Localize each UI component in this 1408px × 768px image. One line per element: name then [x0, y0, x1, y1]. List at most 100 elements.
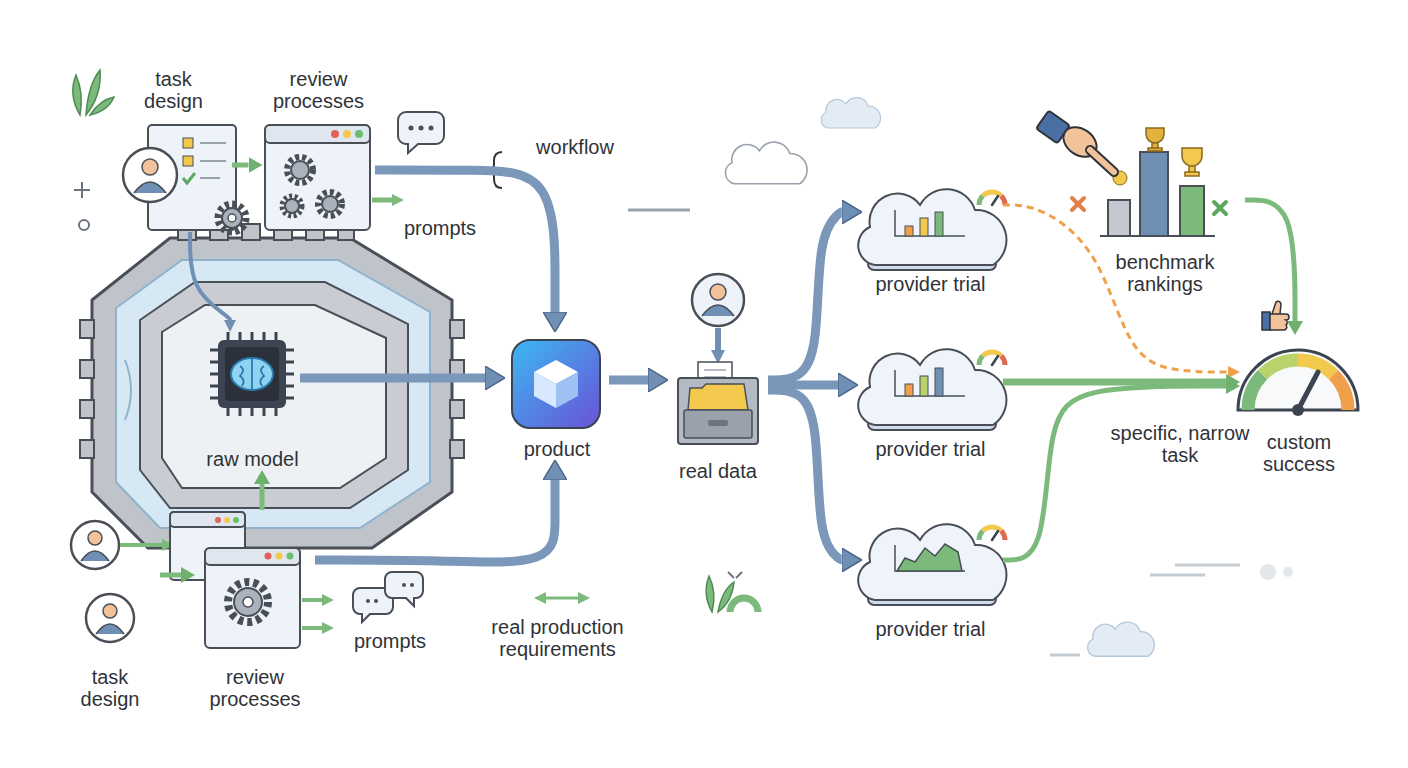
castle-wall	[125, 360, 131, 420]
castle-wall	[450, 360, 464, 378]
provider-cloud-icon	[905, 226, 913, 236]
speech-bubble	[353, 572, 423, 622]
sparkle-decoration	[728, 572, 734, 578]
node-label: raw model	[206, 448, 298, 470]
benchmark-chart-icon	[1140, 152, 1168, 236]
success-gauge-icon	[1248, 375, 1263, 410]
sky-cloud-decoration	[1283, 567, 1293, 577]
model-chip	[210, 332, 294, 416]
success-gauge: custom success	[1240, 335, 1358, 475]
model-chip	[286, 385, 294, 388]
castle-wall	[450, 320, 464, 338]
success-gauge-icon	[1238, 350, 1358, 410]
node-label: provider trial	[875, 618, 985, 640]
model-chip	[210, 349, 218, 352]
node-label: task design	[70, 666, 150, 710]
data-person-icon	[692, 274, 744, 350]
task-card-icon	[200, 160, 226, 162]
sparkle-decoration	[736, 572, 742, 578]
speech-bubble	[409, 126, 414, 131]
node-label: real data	[679, 460, 757, 482]
sky-cloud-decoration	[1088, 622, 1155, 656]
provider-cloud-icon	[858, 189, 1006, 605]
team-person-icon	[96, 624, 124, 634]
product-icon	[512, 340, 600, 428]
speech-bubble	[398, 112, 444, 153]
model-chip	[263, 408, 266, 416]
note-label: real production requirements	[470, 616, 645, 660]
model-chip	[240, 359, 264, 389]
task-card-icon	[218, 204, 246, 232]
data-drawer-icon	[704, 370, 726, 377]
flow-arrow	[1003, 379, 1226, 386]
task-card-icon	[200, 177, 220, 179]
review-window-icon	[285, 199, 299, 213]
review-window-icon	[205, 548, 300, 648]
task-card-icon	[183, 138, 193, 148]
connector-group	[160, 165, 1295, 575]
castle-wall	[162, 305, 386, 488]
review-window-icon	[228, 582, 268, 622]
flow-arrow	[1003, 205, 1228, 372]
flow-arrow	[160, 573, 181, 578]
review-window-icon	[355, 130, 363, 138]
data-person-icon	[702, 305, 734, 316]
castle-wall	[450, 400, 464, 418]
team-person-icon	[81, 551, 109, 561]
team-person-icon	[71, 521, 119, 569]
review-window-icon	[287, 157, 313, 183]
review-window-icon	[265, 553, 272, 560]
model-chip	[286, 361, 294, 364]
model-chip	[227, 408, 230, 416]
review-window-icon	[276, 553, 283, 560]
data-person-icon	[715, 328, 721, 350]
review-window-icon	[265, 125, 370, 143]
model-chip	[210, 397, 218, 400]
task-card-icon	[183, 156, 193, 166]
plant-decoration	[73, 70, 114, 115]
provider-cloud: provider trial	[858, 515, 1003, 640]
task-card-icon	[142, 159, 158, 175]
double-arrow	[546, 597, 578, 600]
provider-cloud-icon	[920, 376, 928, 396]
speech-bubble	[410, 583, 414, 587]
castle-wall	[92, 238, 452, 548]
task-card: task design	[60, 520, 160, 710]
model-chip	[251, 332, 254, 340]
success-gauge-icon	[1263, 360, 1298, 375]
review-window-icon	[205, 548, 300, 565]
benchmark-chart-icon	[1182, 148, 1202, 176]
data-drawer-icon	[688, 384, 748, 410]
team-person-icon	[71, 521, 162, 642]
pointing-hand	[1090, 150, 1114, 172]
castle-wall	[116, 260, 430, 528]
note-label: prompts	[395, 217, 485, 239]
provider-cloud-icon	[858, 524, 1006, 600]
model-chip	[218, 340, 286, 408]
provider-cloud-icon	[905, 384, 913, 396]
product-icon	[512, 340, 600, 428]
model-chip	[210, 332, 294, 416]
task-card: task design	[115, 68, 232, 232]
benchmark-chart-icon	[1146, 128, 1164, 151]
review-window-icon	[291, 161, 309, 179]
data-drawer-icon	[678, 362, 758, 444]
node-label: task design	[134, 68, 214, 112]
castle-wall	[80, 400, 94, 418]
task-card-icon	[222, 208, 242, 228]
provider-cloud: provider trial	[858, 180, 1003, 295]
data-source: real data	[668, 268, 768, 482]
speech-bubble	[419, 126, 424, 131]
provider-cloud-icon	[895, 370, 965, 396]
model-chip	[239, 332, 242, 340]
benchmark-chart: benchmark rankings	[1085, 110, 1245, 295]
team-person-icon	[120, 543, 162, 547]
task-card-icon	[228, 214, 236, 222]
model-chip: raw model	[205, 332, 300, 470]
provider-cloud-icon	[858, 189, 1006, 265]
review-window-icon	[343, 130, 351, 138]
model-chip	[263, 332, 266, 340]
pointing-hand	[1036, 111, 1114, 172]
success-gauge-icon	[1333, 375, 1348, 410]
sky-cloud-decoration	[821, 98, 880, 128]
